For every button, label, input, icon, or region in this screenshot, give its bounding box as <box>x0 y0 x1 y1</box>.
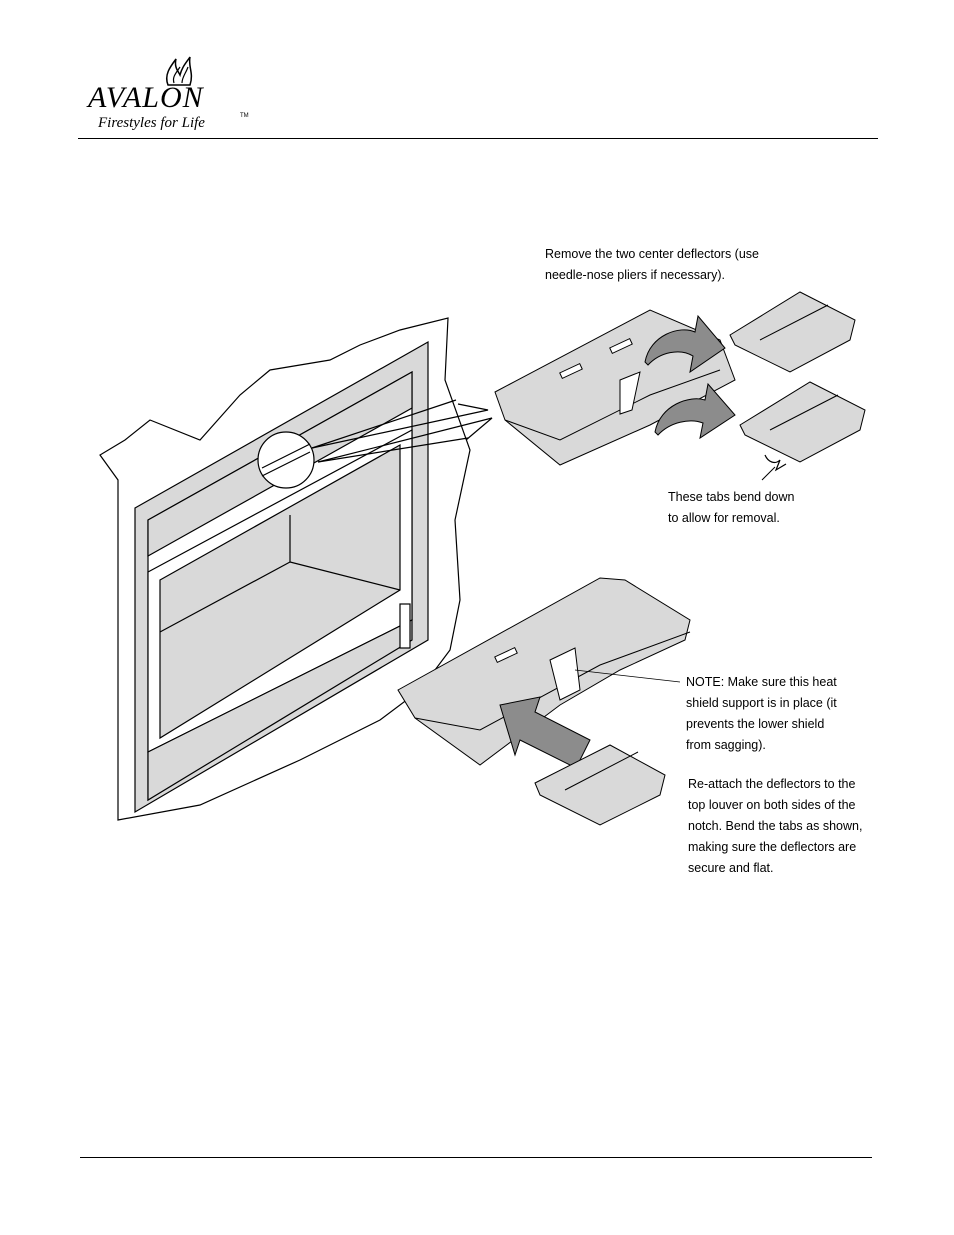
heat-shield-support <box>549 647 581 701</box>
remove-arrow-2 <box>654 382 736 440</box>
brand-tagline: Firestyles for Life <box>98 115 205 131</box>
fireplace-base <box>147 619 413 802</box>
flame-icon <box>165 56 193 86</box>
footer-rule <box>80 1157 872 1158</box>
avalon-logo: AVALON TM Firestyles for Life <box>80 55 260 135</box>
remove-arrow-1 <box>644 314 726 374</box>
note-text: Make sure this heat shield support is in… <box>686 675 837 752</box>
note-label: NOTE: <box>686 675 725 689</box>
reattach-note: Re-attach the deflectors to the top louv… <box>688 777 863 875</box>
deflector-reattach <box>534 744 666 826</box>
bend-tab-arrow <box>764 454 787 472</box>
brand-name: AVALON <box>88 81 204 114</box>
deflector-2 <box>739 381 866 463</box>
deflector-1 <box>729 291 856 373</box>
header-rule <box>78 138 878 139</box>
lower-louver-detail <box>397 577 691 766</box>
heat-shield-note: NOTE: Make sure this heat shield support… <box>686 672 837 756</box>
remove-deflectors-note: Remove the two center deflectors (use ne… <box>545 247 759 282</box>
tabs-bend-note: These tabs bend down to allow for remova… <box>668 490 795 525</box>
reattach-arrow <box>499 696 591 769</box>
trademark-mark: TM <box>240 113 249 119</box>
detail-circle <box>257 431 315 489</box>
